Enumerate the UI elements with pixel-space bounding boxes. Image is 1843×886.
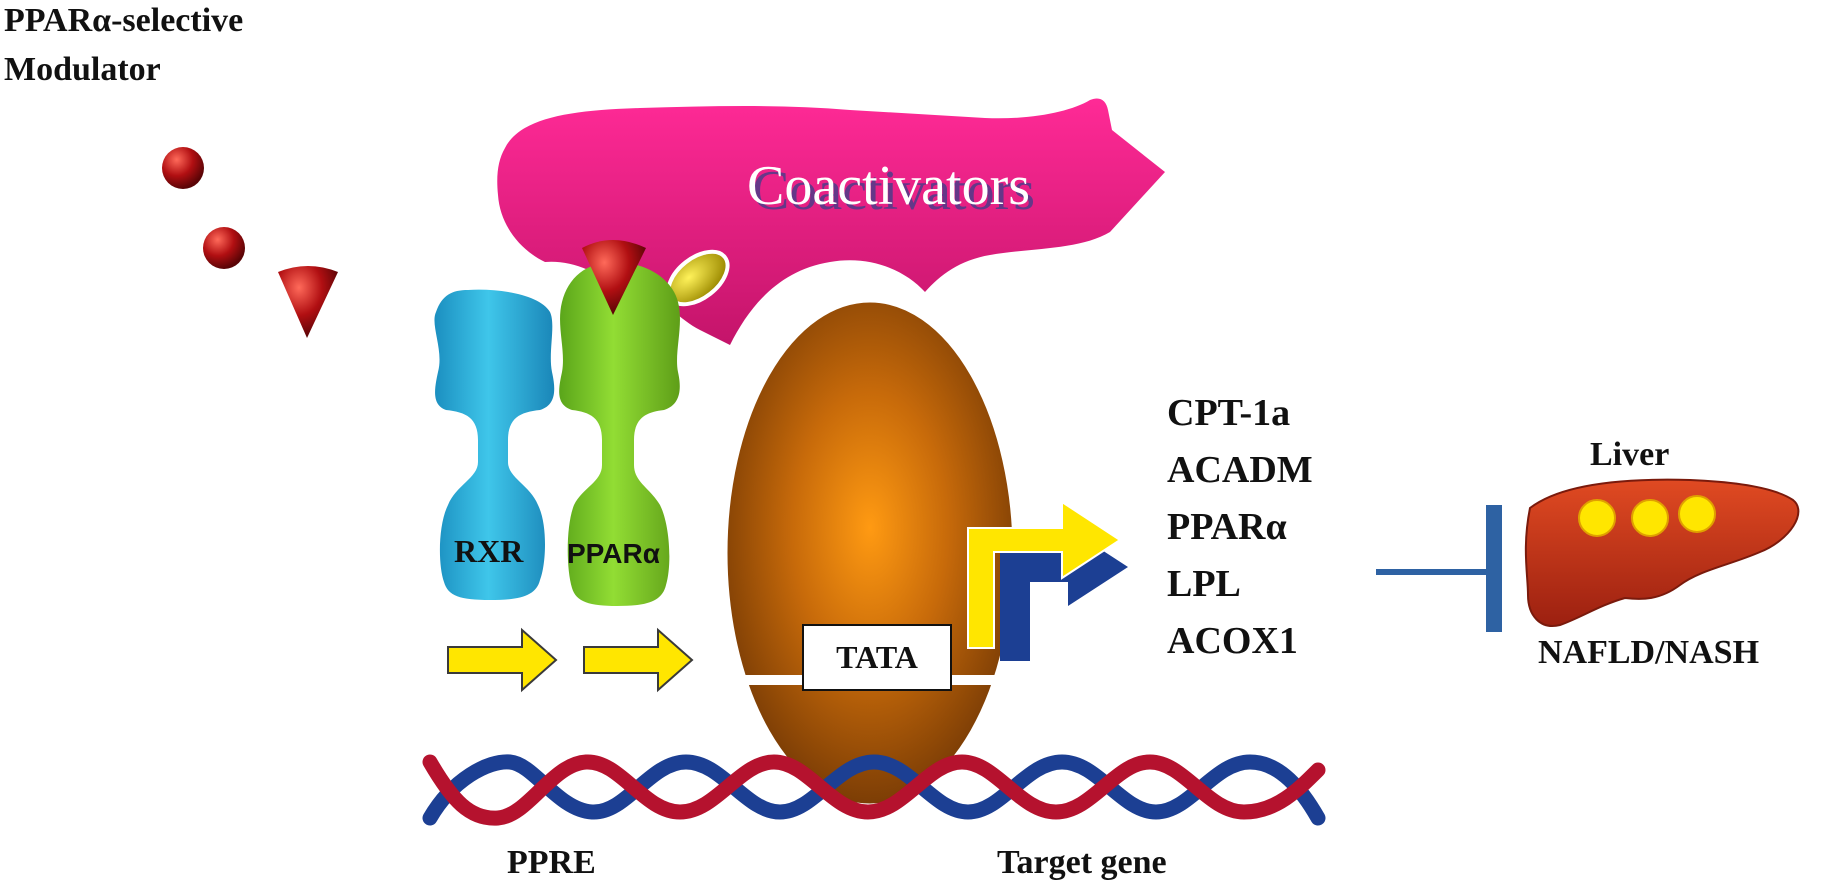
ligand-sphere bbox=[203, 227, 245, 269]
rxr-receptor bbox=[434, 289, 555, 600]
fat-droplet bbox=[1631, 499, 1669, 537]
fat-droplet bbox=[1678, 495, 1716, 533]
modulator-title-line1: PPARα-selective bbox=[4, 2, 243, 39]
dna-strand-blue bbox=[422, 754, 1326, 826]
rxr-label: RXR bbox=[454, 533, 524, 569]
dna-helix bbox=[422, 754, 1326, 826]
fat-droplet bbox=[1578, 499, 1616, 537]
transcription-arrow-shadow bbox=[1000, 528, 1128, 661]
liver-label: Liver bbox=[1590, 436, 1669, 473]
dna-strand-red bbox=[422, 754, 1326, 826]
ppara-receptor-label: PPARα bbox=[567, 538, 660, 569]
tata-box bbox=[802, 624, 952, 691]
tata-label: TATA bbox=[836, 639, 918, 675]
bound-ligand-cone bbox=[582, 240, 646, 315]
gene-acox1: ACOX1 bbox=[1167, 620, 1298, 662]
transcription-arrow bbox=[967, 500, 1122, 649]
ligand-cone bbox=[278, 266, 338, 338]
coactivator-label: Coactivators bbox=[747, 155, 1030, 217]
ppara-receptor bbox=[559, 262, 680, 606]
gene-acadm: ACADM bbox=[1167, 449, 1313, 491]
gene-ppara: PPARα bbox=[1167, 506, 1287, 548]
disease-label: NAFLD/NASH bbox=[1538, 634, 1759, 671]
coactivator-label-shadow: Coactivators bbox=[752, 160, 1035, 222]
ppre-arrow-2 bbox=[583, 627, 694, 693]
gene-cpt1a: CPT-1a bbox=[1167, 392, 1290, 434]
ppre-label: PPRE bbox=[507, 844, 596, 881]
liver-organ bbox=[1524, 478, 1800, 627]
inhibition-bar bbox=[1486, 505, 1502, 632]
ligand-sphere bbox=[162, 147, 204, 189]
gene-lpl: LPL bbox=[1167, 563, 1241, 605]
target-gene-label: Target gene bbox=[997, 844, 1167, 881]
modulator-title-line2: Modulator bbox=[4, 51, 161, 88]
ppre-arrow-1 bbox=[447, 627, 558, 693]
